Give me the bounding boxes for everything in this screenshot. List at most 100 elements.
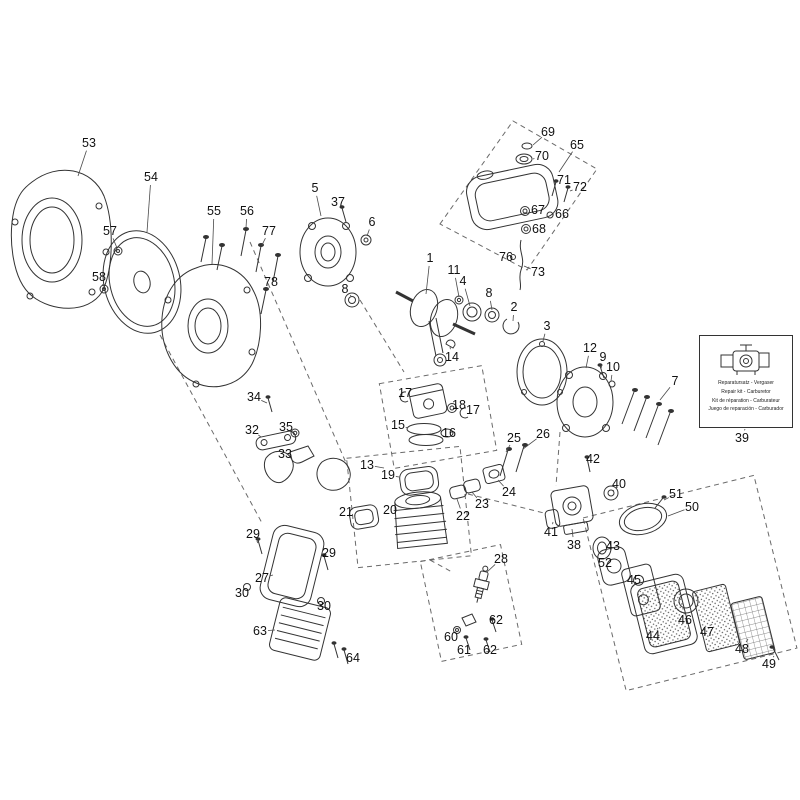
part-label-71: 71 xyxy=(557,173,571,187)
part-fan-housing xyxy=(10,169,112,309)
part-label-15: 15 xyxy=(391,418,405,432)
part-label-30: 30 xyxy=(235,586,249,600)
part-label-69: 69 xyxy=(541,125,555,139)
part-air-filter-group xyxy=(597,495,780,661)
part-label-44: 44 xyxy=(646,629,660,643)
part-label-32: 32 xyxy=(245,423,259,437)
part-label-6: 6 xyxy=(368,215,376,229)
part-screws-top xyxy=(200,227,281,315)
part-label-18: 18 xyxy=(452,398,466,412)
part-label-29-2: 29 xyxy=(322,546,336,560)
part-label-35: 35 xyxy=(279,420,293,434)
part-label-50: 50 xyxy=(685,500,699,514)
part-label-5: 5 xyxy=(311,181,319,195)
part-crankshaft xyxy=(395,288,520,367)
repair-kit-info-box: Reparatursatz - Vergaser Repair kit - Ca… xyxy=(699,335,793,428)
part-label-34: 34 xyxy=(247,390,261,404)
part-label-76: 76 xyxy=(499,250,513,264)
part-label-8-2: 8 xyxy=(485,286,493,300)
part-small-hardware xyxy=(453,613,497,653)
part-label-4: 4 xyxy=(459,274,467,288)
part-crankcase-right xyxy=(556,363,674,446)
part-carburetor xyxy=(544,455,619,560)
part-label-25: 25 xyxy=(507,431,521,445)
part-label-2: 2 xyxy=(510,300,518,314)
part-label-9: 9 xyxy=(599,350,607,364)
part-label-19: 19 xyxy=(381,468,395,482)
part-label-67: 67 xyxy=(531,203,545,217)
part-label-23: 23 xyxy=(475,497,489,511)
part-label-62: 62 xyxy=(489,613,503,627)
part-label-39: 39 xyxy=(735,431,749,445)
part-label-64: 64 xyxy=(346,651,360,665)
part-label-17: 17 xyxy=(398,386,412,400)
part-label-63: 63 xyxy=(253,624,267,638)
part-label-61: 61 xyxy=(457,643,471,657)
part-label-73: 73 xyxy=(531,265,545,279)
part-backplate xyxy=(161,263,262,388)
part-label-49: 49 xyxy=(762,657,776,671)
part-crankcase-left xyxy=(299,205,372,308)
part-label-68: 68 xyxy=(532,222,546,236)
part-label-37: 37 xyxy=(331,195,345,209)
part-label-66: 66 xyxy=(555,207,569,221)
repair-kit-line-de: Reparatursatz - Vergaser xyxy=(718,380,774,386)
part-label-26: 26 xyxy=(536,427,550,441)
part-label-41: 41 xyxy=(544,525,558,539)
part-label-43: 43 xyxy=(606,539,620,553)
part-intake-gaskets xyxy=(449,443,528,500)
part-label-57: 57 xyxy=(103,224,117,238)
part-label-51: 51 xyxy=(669,487,683,501)
part-label-22: 22 xyxy=(456,509,470,523)
part-label-29: 29 xyxy=(246,527,260,541)
part-label-12: 12 xyxy=(583,341,597,355)
part-fuel-tank-group xyxy=(466,142,571,291)
part-cylinder-group xyxy=(348,465,448,550)
part-muffler-group xyxy=(243,524,349,665)
part-label-21: 21 xyxy=(339,505,353,519)
part-label-8: 8 xyxy=(341,282,349,296)
part-label-48: 48 xyxy=(735,642,749,656)
part-label-53: 53 xyxy=(82,136,96,150)
part-label-52: 52 xyxy=(598,556,612,570)
part-label-38: 38 xyxy=(567,538,581,552)
carburetor-kit-icon xyxy=(711,339,781,379)
part-label-1: 1 xyxy=(426,251,434,265)
dashed-guides xyxy=(159,120,798,692)
repair-kit-line-es: Juego de reparación - Carburador xyxy=(708,406,784,413)
part-label-72: 72 xyxy=(573,180,587,194)
part-label-45: 45 xyxy=(627,573,641,587)
repair-kit-line-fr: Kit de réparation - Carburateur xyxy=(712,397,780,404)
part-label-54: 54 xyxy=(144,170,158,184)
part-bracket-group xyxy=(255,395,351,491)
part-label-16: 16 xyxy=(442,426,456,440)
part-label-7: 7 xyxy=(671,374,679,388)
part-label-58: 58 xyxy=(92,270,106,284)
part-label-17-2: 17 xyxy=(466,403,480,417)
part-label-27: 27 xyxy=(255,571,269,585)
part-label-62-2: 62 xyxy=(483,643,497,657)
part-label-24: 24 xyxy=(502,485,516,499)
part-label-70: 70 xyxy=(535,149,549,163)
part-label-60: 60 xyxy=(444,630,458,644)
part-label-77: 77 xyxy=(262,224,276,238)
part-label-10: 10 xyxy=(606,360,620,374)
part-label-13: 13 xyxy=(360,458,374,472)
part-label-33: 33 xyxy=(278,447,292,461)
part-label-78: 78 xyxy=(264,275,278,289)
part-spark-plug xyxy=(473,565,490,603)
repair-kit-text: Reparatursatz - Vergaser Repair kit - Ca… xyxy=(702,379,790,414)
part-label-28: 28 xyxy=(494,552,508,566)
part-flywheel xyxy=(102,230,182,334)
part-label-30-2: 30 xyxy=(317,599,331,613)
part-label-3: 3 xyxy=(543,319,551,333)
part-label-46: 46 xyxy=(678,613,692,627)
repair-kit-line-en: Repair kit - Carburetor xyxy=(721,388,771,395)
part-label-65: 65 xyxy=(570,138,584,152)
part-label-47: 47 xyxy=(700,625,714,639)
part-label-11: 11 xyxy=(447,263,461,277)
